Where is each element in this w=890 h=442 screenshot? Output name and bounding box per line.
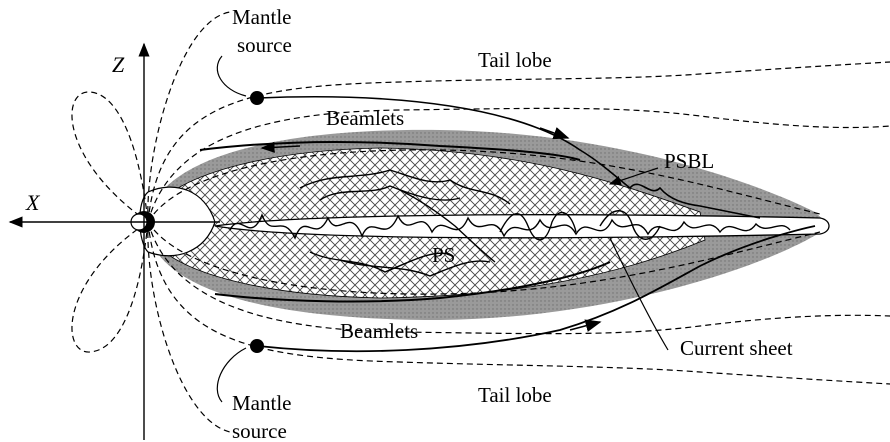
- mantle-source-label-top-line2: source: [237, 33, 292, 57]
- psbl-label: PSBL: [664, 149, 714, 173]
- trajectory-arrow-top: [540, 128, 568, 138]
- current-sheet-label: Current sheet: [680, 336, 793, 360]
- tail-lobe-label-top: Tail lobe: [478, 48, 552, 72]
- tail-lobe-label-bottom: Tail lobe: [478, 383, 552, 407]
- mantle-source-label-bottom-line2: source: [232, 419, 287, 442]
- beamlets-label-top: Beamlets: [326, 106, 404, 130]
- x-axis-label: X: [25, 190, 41, 215]
- leader-mantle-top: [217, 56, 246, 96]
- ps-label: PS: [432, 243, 455, 267]
- mantle-source-dot-top: [250, 91, 264, 105]
- beamlets-label-bottom: Beamlets: [340, 319, 418, 343]
- mantle-source-label-bottom-line1: Mantle: [232, 391, 291, 415]
- z-axis-label: Z: [112, 52, 125, 77]
- mantle-source-dot-bottom: [250, 339, 264, 353]
- mantle-source-label-top-line1: Mantle: [232, 5, 291, 29]
